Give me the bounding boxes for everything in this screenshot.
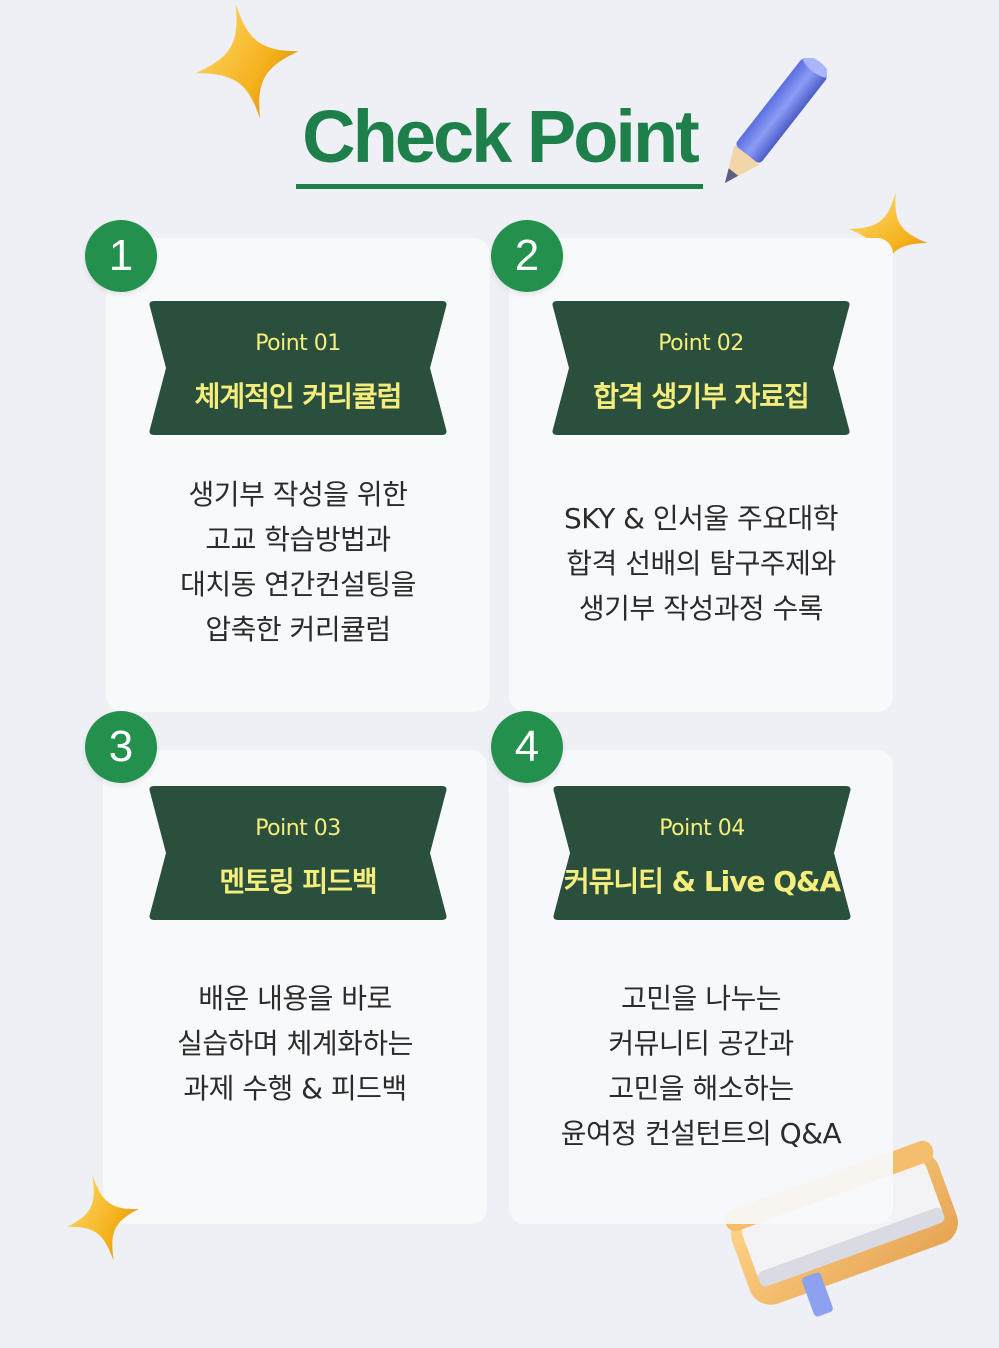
description-line: 합격 선배의 탐구주제와: [566, 547, 836, 580]
star-icon: [195, 3, 299, 119]
banner-shape: [552, 301, 850, 435]
point-description: 배운 내용을 바로 실습하며 체계화하는 과제 수행 & 피드백: [103, 976, 487, 1111]
point-number-badge: 3: [85, 711, 157, 783]
star-icon: [848, 192, 928, 280]
description-line: 생기부 작성과정 수록: [578, 592, 824, 625]
description-line: 윤여정 컨설턴트의 Q&A: [560, 1117, 842, 1150]
point-number-badge: 1: [85, 220, 157, 292]
point-number-badge: 2: [491, 220, 563, 292]
point-name: 체계적인 커리큘럼: [194, 380, 403, 413]
description-line: 커뮤니티 공간과: [608, 1027, 794, 1060]
point-name: 합격 생기부 자료집: [593, 380, 810, 413]
point-description: SKY & 인서울 주요대학 합격 선배의 탐구주제와 생기부 작성과정 수록: [509, 496, 893, 631]
banner-shape: [553, 786, 851, 920]
description-line: 고교 학습방법과: [205, 523, 391, 556]
point-label: Point 01: [255, 331, 341, 356]
banner-shape: [149, 301, 447, 435]
point-banner: Point 01 체계적인 커리큘럼: [146, 301, 450, 435]
pencil-icon: [724, 58, 827, 184]
description-line: 고민을 해소하는: [608, 1072, 794, 1105]
description-line: 고민을 나누는: [621, 982, 781, 1015]
description-line: 압축한 커리큘럼: [205, 613, 391, 646]
star-icon: [67, 1175, 139, 1261]
description-line: 과제 수행 & 피드백: [183, 1072, 407, 1105]
point-banner: Point 02 합격 생기부 자료집: [549, 301, 853, 435]
point-name: 커뮤니티 & Live Q&A: [563, 865, 841, 898]
page-title: Check Point: [296, 100, 703, 189]
point-label: Point 03: [255, 816, 341, 841]
point-card-1: Point 01 체계적인 커리큘럼 생기부 작성을 위한 고교 학습방법과 대…: [106, 238, 490, 712]
description-line: 대치동 연간컨설팅을: [180, 568, 416, 601]
point-description: 생기부 작성을 위한 고교 학습방법과 대치동 연간컨설팅을 압축한 커리큘럼: [106, 472, 490, 652]
point-card-4: Point 04 커뮤니티 & Live Q&A 고민을 나누는 커뮤니티 공간…: [509, 750, 893, 1224]
point-label: Point 04: [659, 816, 745, 841]
point-description: 고민을 나누는 커뮤니티 공간과 고민을 해소하는 윤여정 컨설턴트의 Q&A: [509, 976, 893, 1156]
banner-shape: [149, 786, 447, 920]
point-card-3: Point 03 멘토링 피드백 배운 내용을 바로 실습하며 체계화하는 과제…: [103, 750, 487, 1224]
description-line: 실습하며 체계화하는: [177, 1027, 413, 1060]
point-number-badge: 4: [491, 711, 563, 783]
point-card-2: Point 02 합격 생기부 자료집 SKY & 인서울 주요대학 합격 선배…: [509, 238, 893, 712]
description-line: 배운 내용을 바로: [198, 982, 392, 1015]
point-banner: Point 03 멘토링 피드백: [146, 786, 450, 920]
description-line: 생기부 작성을 위한: [188, 478, 408, 511]
page-title-wrap: Check Point: [0, 100, 999, 189]
point-banner: Point 04 커뮤니티 & Live Q&A: [550, 786, 854, 920]
description-line: SKY & 인서울 주요대학: [563, 502, 839, 535]
point-label: Point 02: [658, 331, 744, 356]
point-name: 멘토링 피드백: [219, 865, 377, 898]
